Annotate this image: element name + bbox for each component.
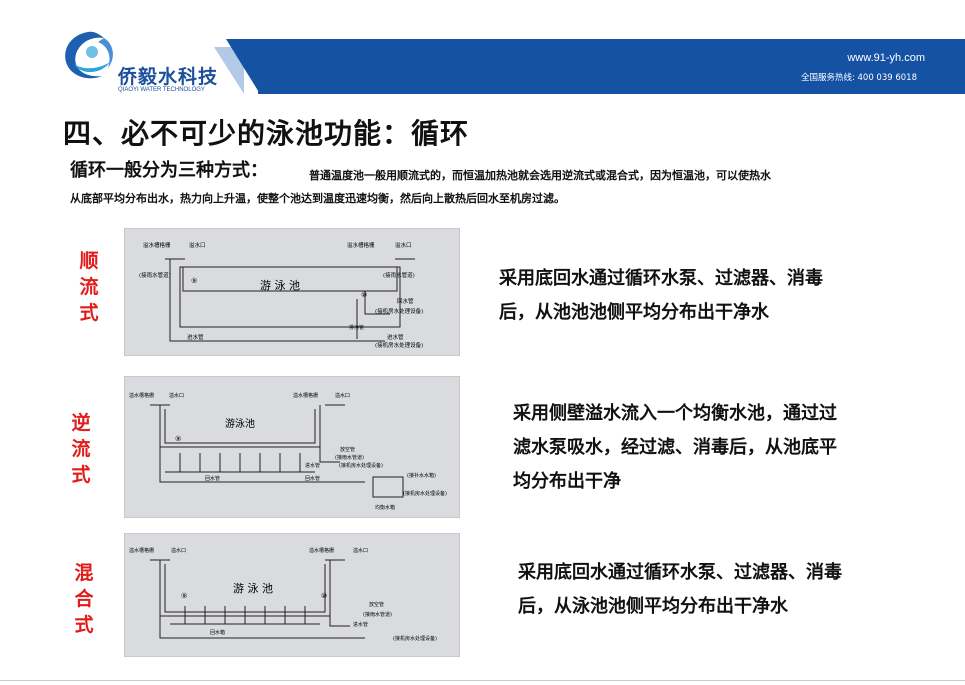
- brand-name: 侨毅水科技: [118, 66, 219, 88]
- header: 侨毅水科技 QIAOYI WATER TECHNOLOGY www.91-yh.…: [0, 0, 965, 104]
- diagram-label: (接机房水处理设备): [375, 307, 423, 315]
- diagram-label: 溢水口: [353, 547, 368, 554]
- method-description-counterflow: 采用侧壁溢水流入一个均衡水池，通过过 滤水泵吸水，经过滤、消毒后，从池底平 均分…: [513, 397, 837, 499]
- label-char: 式: [71, 464, 91, 486]
- counterflow-diagram-svg: 溢水槽格栅 溢水口 溢水槽格栅 溢水口 ⑨ 放空管 (接雨水管道) (接机房水处…: [129, 392, 447, 511]
- page-title: 四、必不可少的泳池功能：循环: [63, 117, 470, 150]
- diagram-label: 进水管: [353, 621, 368, 628]
- water-drop-logo-icon: [65, 31, 113, 79]
- diagram-label: ⑨: [181, 592, 187, 600]
- intro-text-line-2: 从底部平均分布出水，热力向上升温，使整个池达到温度迅速均衡，然后向上散热后回水至…: [70, 192, 565, 205]
- downflow-diagram: 溢水槽格栅 溢水口 溢水槽格栅 溢水口 (接雨水管道) (接雨水管道) ⑨ ⑩ …: [124, 228, 460, 356]
- label-char: 流: [71, 438, 91, 460]
- diagram-label: 溢水槽格栅: [347, 241, 375, 249]
- diagram-label: (接机房水处理设备): [403, 490, 447, 497]
- label-char: 合: [74, 588, 94, 610]
- description-line: 采用底回水通过循环水泵、过滤器、消毒: [499, 268, 823, 289]
- pool-label: 游泳池: [225, 417, 255, 430]
- intro-text-line-1: 普通温度池一般用顺流式的，而恒温加热池就会选用逆流式或混合式，因为恒温池，可以使…: [309, 169, 771, 182]
- diagram-label: ⑨: [175, 435, 181, 443]
- diagram-label: 溢水槽格栅: [293, 392, 318, 399]
- diagram-label: 溢水槽格栅: [143, 241, 171, 249]
- banner-edge: [226, 39, 260, 94]
- diagram-label: 溢水口: [189, 241, 206, 249]
- method-label-counterflow: 逆 流 式: [70, 410, 92, 488]
- brand-english: QIAOYI WATER TECHNOLOGY: [118, 87, 205, 93]
- description-line: 滤水泵吸水，经过滤、消毒后，从池底平: [513, 437, 837, 458]
- diagram-label: 溢水口: [335, 392, 350, 399]
- diagram-label: (接雨水管道): [363, 611, 392, 618]
- label-char: 顺: [79, 250, 99, 272]
- diagram-label: 回水管: [397, 297, 414, 305]
- diagram-label: (接雨水管道): [335, 454, 364, 461]
- mixed-diagram-svg: 溢水槽格栅 溢水口 溢水槽格栅 溢水口 ⑨ ⑩ 放空管 (接雨水管道) 进水管 …: [129, 547, 437, 642]
- diagram-label: 溢水口: [395, 241, 412, 249]
- diagram-label: ⑩: [321, 592, 327, 600]
- diagram-label: 回水箱: [210, 629, 225, 636]
- description-line: 后，从泳池池侧平均分布出干净水: [518, 596, 788, 617]
- diagram-label: 溢水口: [171, 547, 186, 554]
- diagram-label: (接补水水箱): [407, 472, 436, 479]
- diagram-label: 回水管: [305, 475, 320, 482]
- diagram-label: 溢水槽格栅: [309, 547, 334, 554]
- section-subheading: 循环一般分为三种方式：: [70, 160, 268, 181]
- diagram-label: (接雨水管道): [383, 271, 415, 279]
- diagram-label: (接机房水处理设备): [393, 635, 437, 642]
- diagram-label: 放空管: [369, 601, 384, 608]
- diagram-label: ⑨: [191, 277, 197, 285]
- method-label-mixed: 混 合 式: [73, 560, 95, 638]
- diagram-label: 溢水槽格栅: [129, 547, 154, 554]
- label-char: 逆: [71, 412, 91, 434]
- description-line: 后，从池池池侧平均分布出干净水: [499, 302, 769, 323]
- diagram-label: 进水管: [187, 333, 204, 341]
- diagram-label: 放空管: [340, 446, 355, 453]
- label-char: 式: [79, 302, 99, 324]
- diagram-label: 溢水槽格栅: [129, 392, 154, 399]
- method-description-mixed: 采用底回水通过循环水泵、过滤器、消毒 后，从泳池池侧平均分布出干净水: [518, 556, 842, 624]
- diagram-label: 溢水口: [169, 392, 184, 399]
- diagram-label: (接雨水管道): [139, 271, 171, 279]
- service-hotline: 全国服务热线: 400 039 6018: [800, 73, 917, 83]
- diagram-label: 回水管: [205, 475, 220, 482]
- header-banner: [258, 39, 965, 94]
- description-line: 均分布出干净: [513, 471, 621, 492]
- pool-label: 游 泳 池: [260, 278, 300, 292]
- diagram-label: 进水管: [305, 462, 320, 469]
- mixed-diagram: 溢水槽格栅 溢水口 溢水槽格栅 溢水口 ⑨ ⑩ 放空管 (接雨水管道) 进水管 …: [124, 533, 460, 657]
- description-line: 采用底回水通过循环水泵、过滤器、消毒: [518, 562, 842, 583]
- method-description-downflow: 采用底回水通过循环水泵、过滤器、消毒 后，从池池池侧平均分布出干净水: [499, 262, 823, 330]
- description-line: 采用侧壁溢水流入一个均衡水池，通过过: [513, 403, 837, 424]
- diagram-label: 排污管: [349, 324, 364, 331]
- website-url[interactable]: www.91-yh.com: [847, 52, 925, 64]
- diagram-label: (接机房水处理设备): [339, 462, 383, 469]
- counterflow-diagram: 溢水槽格栅 溢水口 溢水槽格栅 溢水口 ⑨ 放空管 (接雨水管道) (接机房水处…: [124, 376, 460, 518]
- label-char: 流: [79, 276, 99, 298]
- diagram-label: (接机房水处理设备): [375, 341, 423, 349]
- footer-divider: [0, 680, 965, 681]
- label-char: 式: [74, 614, 94, 636]
- diagram-label: 均衡水箱: [375, 504, 395, 511]
- label-char: 混: [74, 562, 94, 584]
- diagram-label: ⑩: [361, 291, 367, 299]
- downflow-diagram-svg: 溢水槽格栅 溢水口 溢水槽格栅 溢水口 (接雨水管道) (接雨水管道) ⑨ ⑩ …: [139, 241, 423, 349]
- method-label-downflow: 顺 流 式: [78, 248, 100, 326]
- diagram-label: 进水管: [387, 333, 404, 341]
- pool-label: 游 泳 池: [233, 581, 273, 595]
